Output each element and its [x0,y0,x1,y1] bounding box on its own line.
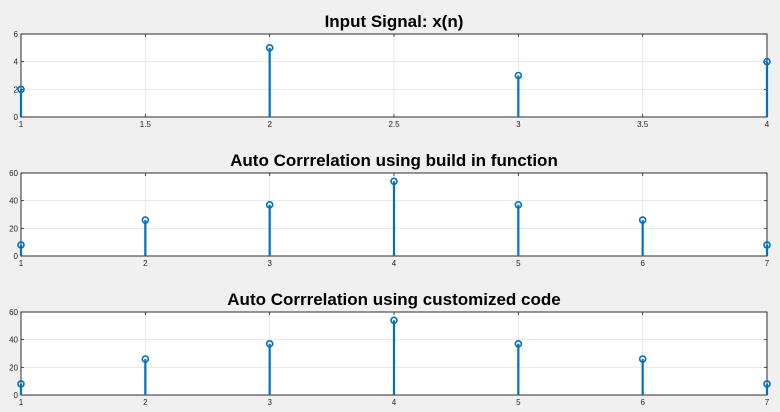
y-tick-label: 6 [14,30,19,39]
stem-marker [763,380,771,388]
subplot-1-title: Input Signal: x(n) [325,12,464,31]
x-tick-label: 4 [392,259,397,268]
x-tick-label: 3 [267,398,272,407]
x-tick-label: 6 [640,398,645,407]
y-tick-label: 0 [14,113,19,122]
y-tick-label: 20 [9,224,18,233]
x-tick-label: 5 [516,259,521,268]
y-tick-label: 2 [14,85,19,94]
y-tick-label: 0 [14,252,19,261]
y-tick-label: 20 [9,363,18,372]
x-tick-label: 3 [516,120,521,129]
stem-marker [514,201,523,209]
stem-marker [638,216,647,224]
x-tick-label: 3 [267,259,272,268]
x-tick-label: 2 [267,120,272,129]
y-tick-label: 60 [9,308,18,317]
stem-marker [265,340,274,348]
stem-marker [390,316,398,325]
stem-marker [390,177,398,186]
stem-marker [763,241,771,249]
stem-marker [17,241,25,249]
x-tick-label: 1 [19,120,24,129]
subplot-2-title: Auto Corrrelation using build in functio… [230,151,558,170]
y-tick-label: 40 [9,336,18,345]
x-tick-label: 2.5 [388,120,400,129]
y-tick-label: 0 [14,391,19,400]
y-tick-label: 40 [9,197,18,206]
stem-marker [638,355,647,363]
y-tick-label: 4 [14,58,19,67]
x-tick-label: 2 [143,398,148,407]
stem-marker [17,380,25,388]
x-tick-label: 7 [765,259,770,268]
stem-marker [265,44,274,52]
x-tick-label: 1 [19,259,24,268]
x-tick-label: 5 [516,398,521,407]
subplot-3-axes: 1 2 3 4 5 6 7 0 20 40 60 [9,308,771,407]
subplot-1-axes: 1 1.5 2 2.5 3 3.5 4 0 2 4 6 [14,30,771,129]
x-tick-label: 7 [765,398,770,407]
x-tick-label: 6 [640,259,645,268]
stem-marker [514,340,523,348]
stem-marker [141,355,150,363]
stem-marker [265,201,274,209]
stem-marker [141,216,150,224]
x-tick-label: 1.5 [140,120,152,129]
y-tick-label: 60 [9,169,18,178]
stem-marker [763,57,771,66]
stem-marker [17,85,25,94]
x-tick-label: 3.5 [637,120,649,129]
stem-marker [514,71,523,80]
x-tick-label: 2 [143,259,148,268]
x-tick-label: 1 [19,398,24,407]
x-tick-label: 4 [765,120,770,129]
subplot-2-axes: 1 2 3 4 5 6 7 0 20 40 60 [9,169,771,268]
x-tick-label: 4 [392,398,397,407]
subplot-3-title: Auto Corrrelation using customized code [227,290,560,309]
